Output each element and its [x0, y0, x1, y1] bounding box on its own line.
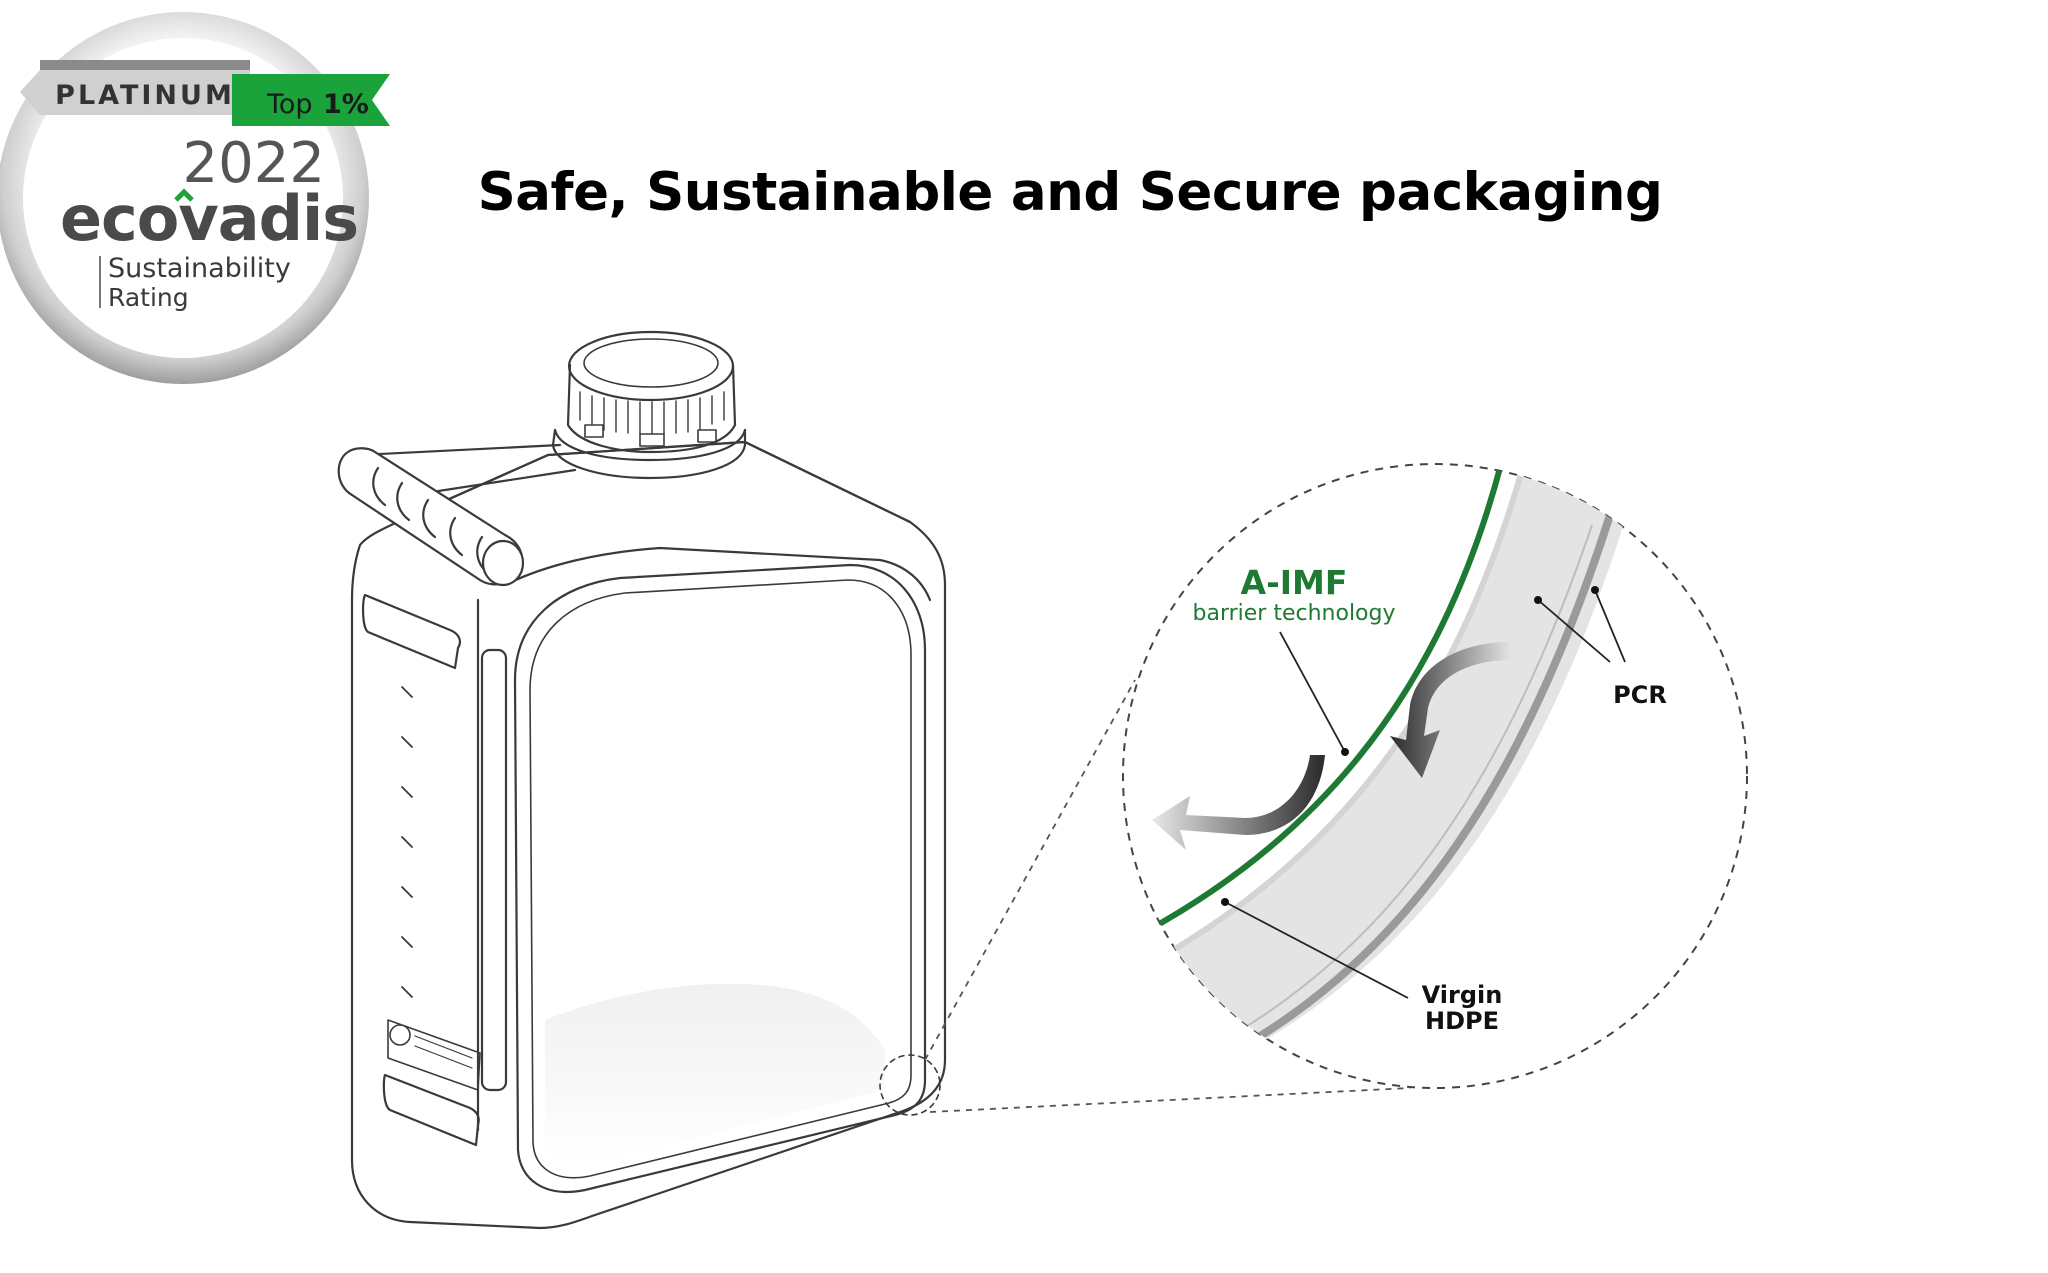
badge-line1: Sustainability [108, 253, 291, 284]
badge-rank-value: 1% [323, 89, 369, 120]
arrow-icon-in [1390, 642, 1512, 778]
barrier-title: A-IMF [1241, 563, 1348, 602]
bottle-cap-body [566, 363, 737, 454]
bottle-window-outer [513, 563, 927, 1193]
zoom-connector-lines [924, 679, 1411, 1113]
bottle-cap-tab-3 [697, 429, 717, 443]
leader-dots [1221, 586, 1599, 906]
badge-brand: ecovadis [60, 182, 358, 255]
zoom-circle: A-IMF barrier technology PCR Virgin HDPE [1122, 463, 1748, 1089]
bottle-neck-ring [553, 428, 747, 462]
bottle-side-slot [480, 648, 508, 1092]
bottle-un-mark [387, 1019, 481, 1091]
arrow-icon-out [1152, 755, 1325, 850]
bottle-graduations [401, 686, 413, 998]
leader-lines [1224, 589, 1626, 999]
virgin-hdpe-edge [1123, 464, 1528, 983]
badge-tier-text: PLATINUM [55, 80, 235, 111]
bottle-un-mark-text [414, 1035, 473, 1069]
bottle-cap-ridges [579, 391, 725, 435]
badge-tier-ribbon-shadow [40, 60, 250, 70]
ecovadis-badge: PLATINUM Top 1% 2022 ecovadis Sustainabi… [0, 12, 390, 384]
bottle-cap-top [567, 330, 735, 402]
bottle-lower-recess [382, 1073, 480, 1147]
virgin-hdpe-label-line1: Virgin [1422, 981, 1503, 1009]
badge-year: 2022 [182, 131, 325, 196]
bottle-cap-top-inner [583, 338, 719, 388]
virgin-hdpe-label-line2: HDPE [1425, 1007, 1499, 1035]
bottle-upper-recess [361, 593, 461, 670]
bottle-un-mark-logo [389, 1024, 411, 1046]
badge-brand-check-icon [174, 188, 194, 202]
bottle-cap-tab-1 [584, 424, 604, 438]
barrier-subtitle: barrier technology [1193, 601, 1396, 626]
bottle-neck-ring-lower [551, 443, 747, 480]
bottle-zoom-marker [879, 1054, 941, 1116]
pcr-label: PCR [1613, 681, 1667, 709]
bottle-handle-end-cap [481, 539, 525, 587]
barrier-green-line [1123, 467, 1503, 958]
bottle-icon [337, 330, 947, 1230]
bottle-liquid [545, 983, 885, 1167]
badge-rank-ribbon [232, 74, 390, 126]
bottle-shoulder-edge [503, 546, 932, 602]
bottle-cap-tab-2 [639, 433, 665, 447]
badge-tier-ribbon [20, 70, 250, 115]
page-title: Safe, Sustainable and Secure packaging [477, 162, 1663, 223]
wall-division-line [1214, 524, 1593, 1046]
bottle-shoulder [400, 440, 912, 524]
badge-line2: Rating [108, 283, 189, 312]
pcr-outer-edge [1226, 513, 1614, 1059]
bottle-window-inner [529, 579, 912, 1179]
wall-band [1123, 464, 1625, 1060]
badge-rank-prefix: Top [266, 89, 313, 120]
